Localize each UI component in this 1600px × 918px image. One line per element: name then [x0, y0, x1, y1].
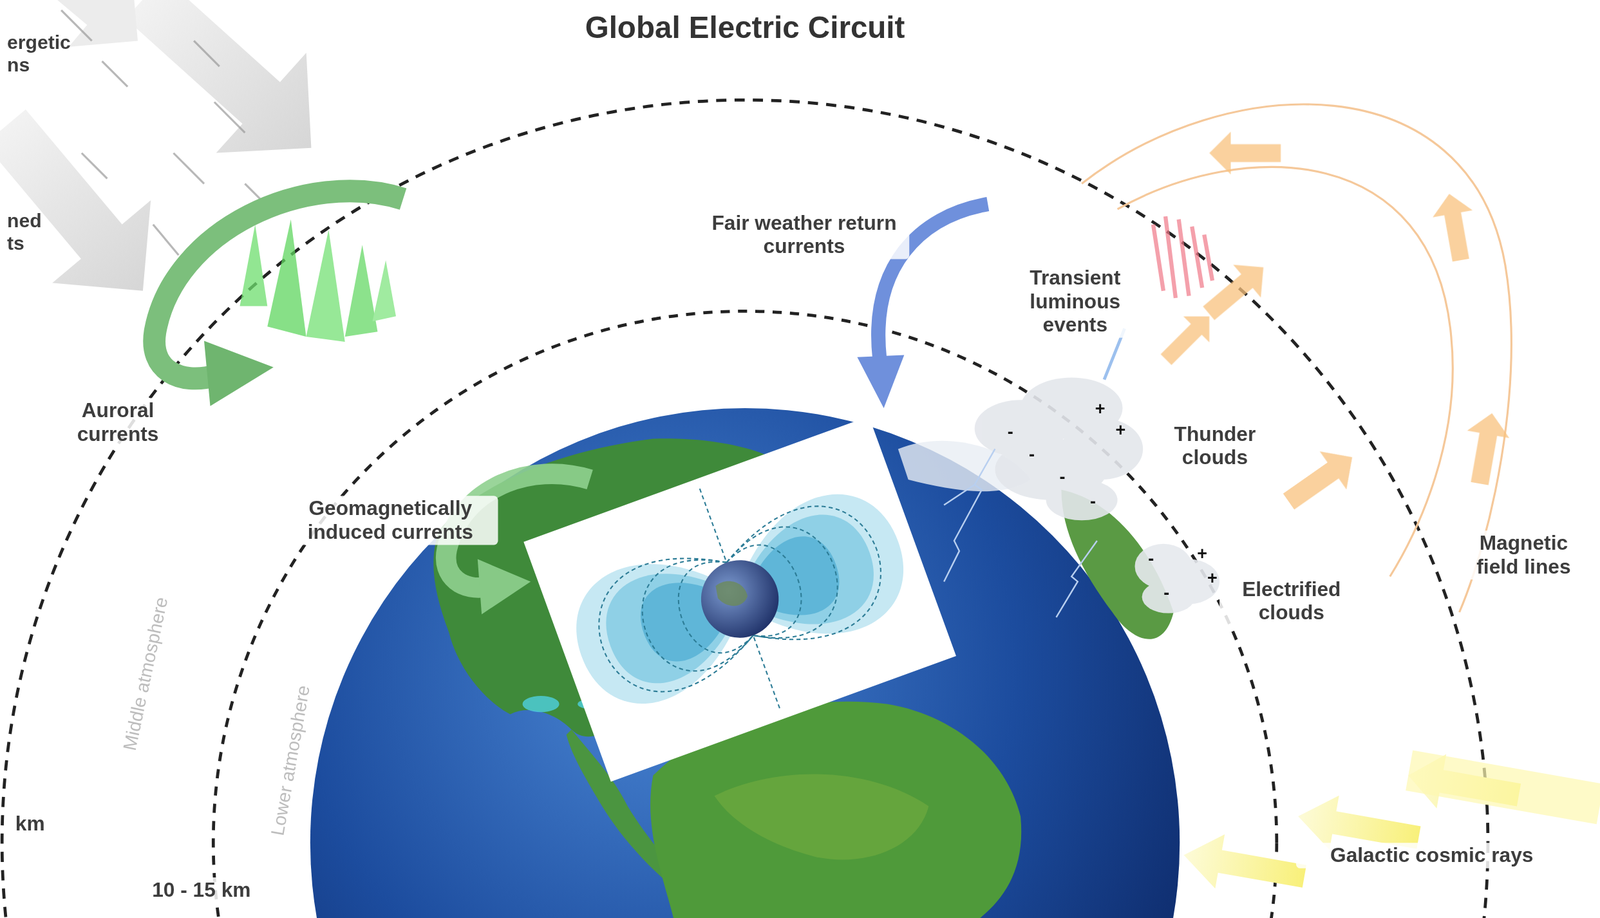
electrified-cloud — [1135, 544, 1221, 614]
charge-sign: + — [1205, 568, 1220, 589]
diagram-title: Global Electric Circuit — [439, 10, 1052, 46]
lightning — [943, 448, 1098, 618]
field-arrows — [1153, 131, 1514, 521]
aurora — [239, 219, 396, 342]
magnetosphere-inset — [523, 416, 957, 783]
annotation-label: Fair weather return currents — [699, 210, 910, 260]
annotation-label: ergetic ns — [3, 30, 51, 78]
annotation-label: Auroral currents — [50, 397, 185, 447]
charge-sign: + — [1113, 420, 1128, 441]
charge-sign: - — [1085, 491, 1100, 512]
cosmic-ray-arrows — [1178, 748, 1600, 904]
annotation-label: 10 - 15 km — [148, 877, 254, 904]
annotation-label: Galactic cosmic rays — [1296, 842, 1568, 869]
annotation-label: km — [12, 811, 48, 838]
annotation-label: Electrified clouds — [1219, 576, 1364, 626]
charge-sign: - — [1159, 583, 1174, 604]
charge-sign: - — [1144, 549, 1159, 570]
upper-boundary — [1, 99, 1488, 918]
sprite — [1153, 216, 1213, 299]
charge-sign: - — [1024, 444, 1039, 465]
annotation-label: ned ts — [3, 209, 41, 256]
annotation-label: Middle atmosphere — [113, 566, 179, 781]
earth — [310, 408, 1180, 918]
annotation-label: Transient luminous events — [1003, 265, 1147, 339]
charge-sign: + — [1093, 399, 1108, 420]
thunder-cloud — [974, 377, 1144, 521]
charge-sign: + — [1195, 544, 1210, 565]
lower-boundary — [213, 310, 1277, 918]
annotation-label: Geomagnetically induced currents — [282, 495, 498, 545]
charge-sign: - — [1055, 467, 1070, 488]
annotation-label: Magnetic field lines — [1453, 530, 1595, 580]
charge-sign: - — [1003, 422, 1018, 443]
field-lines — [1081, 104, 1512, 613]
annotation-label: Thunder clouds — [1153, 421, 1277, 471]
auroral-arrow — [154, 191, 404, 407]
